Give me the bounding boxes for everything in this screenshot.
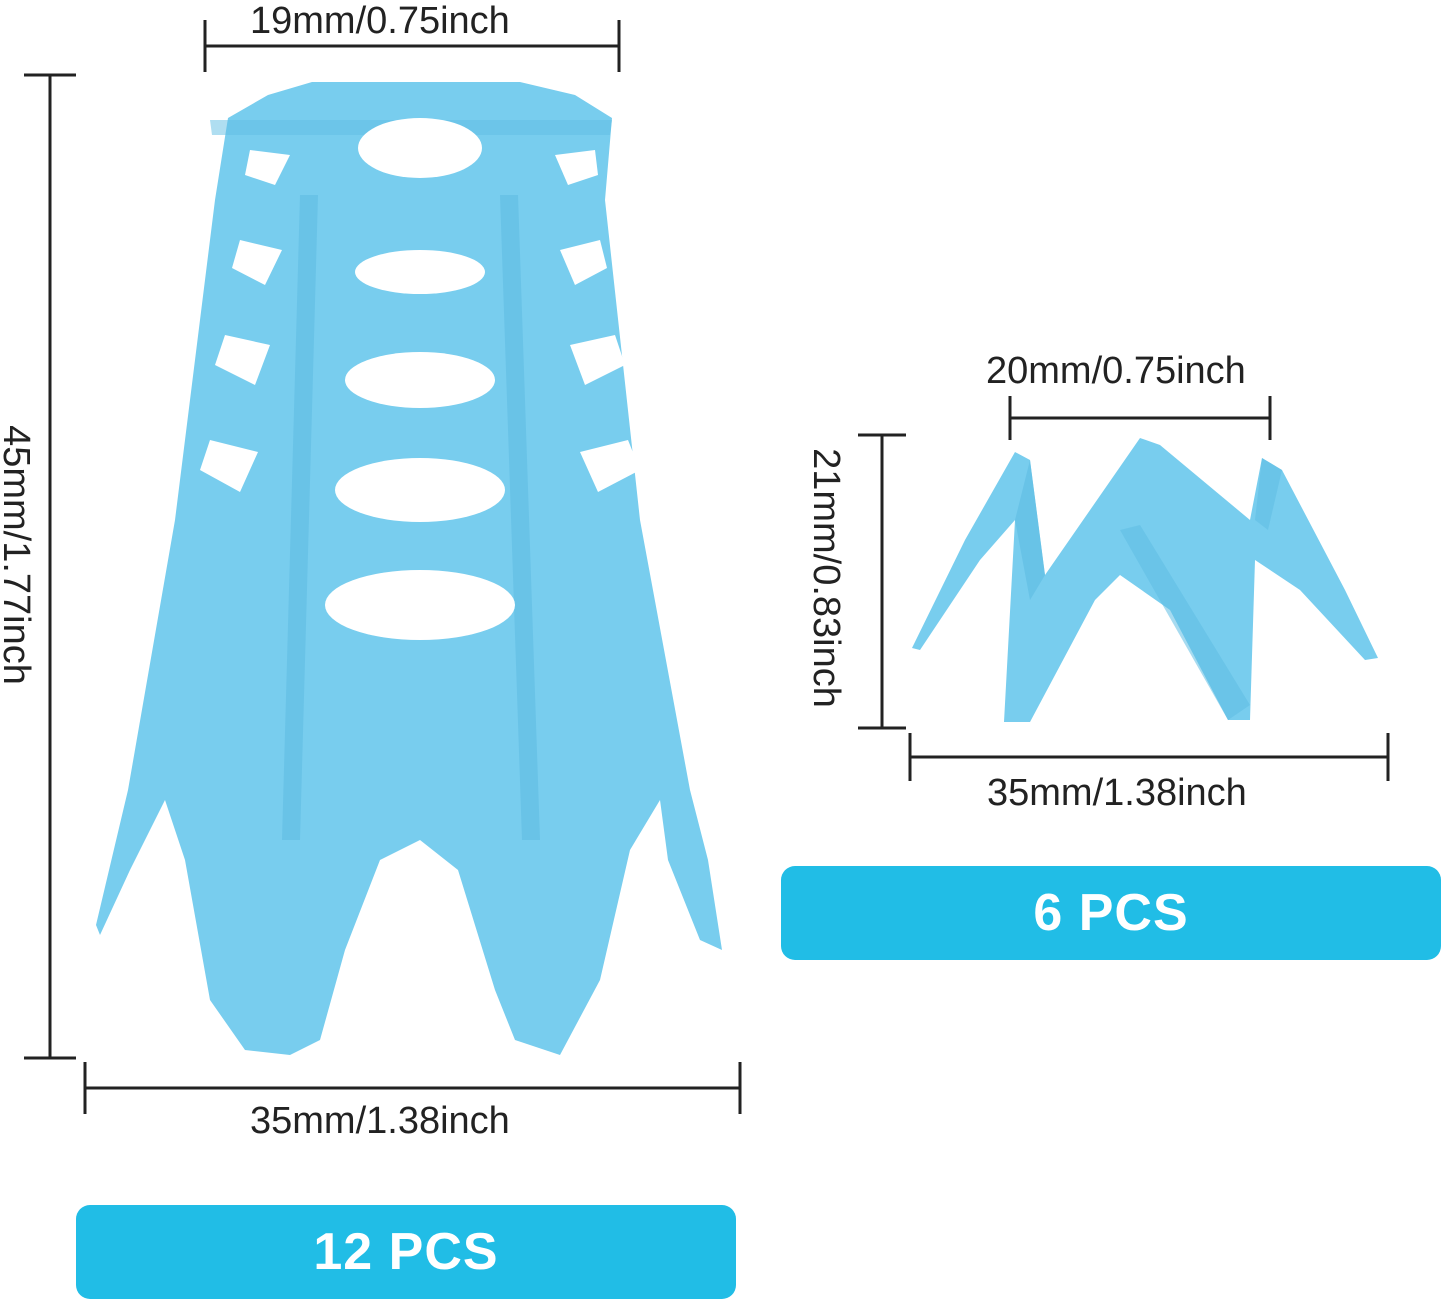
small-height-dimension-line (858, 433, 906, 730)
large-quantity-label: 12 PCS (313, 1223, 499, 1281)
small-bottom-width-label: 35mm/1.38inch (987, 772, 1247, 814)
large-height-label: 45mm/1.77inch (0, 425, 37, 685)
small-top-width-label: 20mm/0.75inch (986, 350, 1246, 392)
small-holder-shape (912, 438, 1378, 722)
large-bottom-width-label: 35mm/1.38inch (250, 1100, 510, 1142)
large-top-dimension-line (203, 20, 621, 72)
large-quantity-badge: 12 PCS (76, 1205, 736, 1299)
small-quantity-badge: 6 PCS (781, 866, 1441, 960)
large-holder-shape (96, 82, 722, 1055)
large-top-width-label: 19mm/0.75inch (250, 0, 510, 42)
small-quantity-label: 6 PCS (1033, 884, 1189, 942)
large-height-dimension-line (24, 73, 76, 1060)
small-height-label: 21mm/0.83inch (805, 448, 847, 708)
small-top-dimension-line (1008, 396, 1272, 440)
small-bottom-dimension-line (908, 733, 1390, 781)
large-bottom-dimension-line (83, 1062, 742, 1114)
